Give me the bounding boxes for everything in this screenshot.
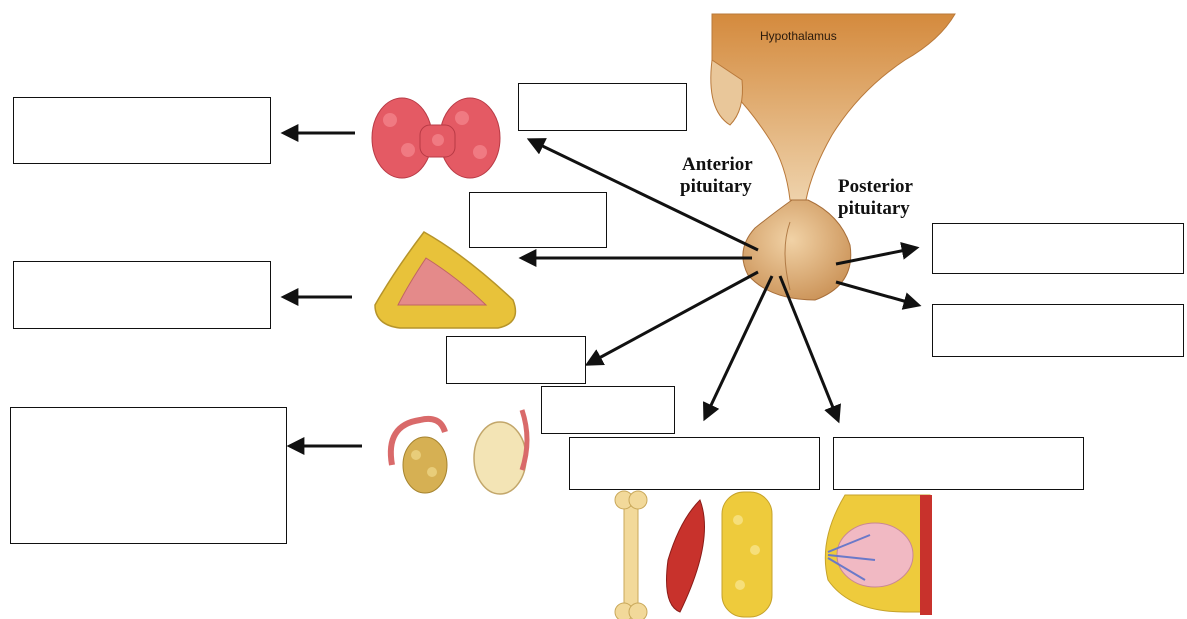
answer-box-gonadotropin-1[interactable] bbox=[446, 336, 586, 384]
mammary-gland-illustration bbox=[825, 495, 932, 615]
hypothalamus-label: Hypothalamus bbox=[760, 29, 837, 43]
answer-box-thyroid-hormone[interactable] bbox=[13, 97, 271, 164]
posterior-pituitary-label-line1: Posterior bbox=[838, 176, 913, 197]
answer-box-gonad-hormones[interactable] bbox=[10, 407, 287, 544]
anterior-pituitary-label-line2: pituitary bbox=[680, 176, 752, 197]
answer-box-growth-hormone[interactable] bbox=[569, 437, 820, 490]
answer-box-posterior-1[interactable] bbox=[932, 223, 1184, 274]
answer-box-prolactin[interactable] bbox=[833, 437, 1084, 490]
answer-box-acth[interactable] bbox=[469, 192, 607, 248]
arrow-to-bone-muscle bbox=[705, 276, 772, 418]
thyroid-illustration bbox=[372, 98, 500, 178]
bone-muscle-fat-illustration bbox=[615, 491, 772, 619]
answer-box-adrenal-hormone[interactable] bbox=[13, 261, 271, 329]
answer-box-gonadotropin-2[interactable] bbox=[541, 386, 675, 434]
answer-box-posterior-2[interactable] bbox=[932, 304, 1184, 357]
answer-box-tsh[interactable] bbox=[518, 83, 687, 131]
gonads-illustration bbox=[391, 410, 527, 494]
gland-arrows bbox=[284, 133, 362, 446]
anterior-pituitary-label-line1: Anterior bbox=[682, 154, 753, 175]
arrow-posterior-2 bbox=[836, 282, 918, 305]
pituitary-illustration bbox=[743, 200, 851, 300]
posterior-pituitary-label-line2: pituitary bbox=[838, 198, 910, 219]
arrow-to-gonads bbox=[588, 272, 758, 364]
